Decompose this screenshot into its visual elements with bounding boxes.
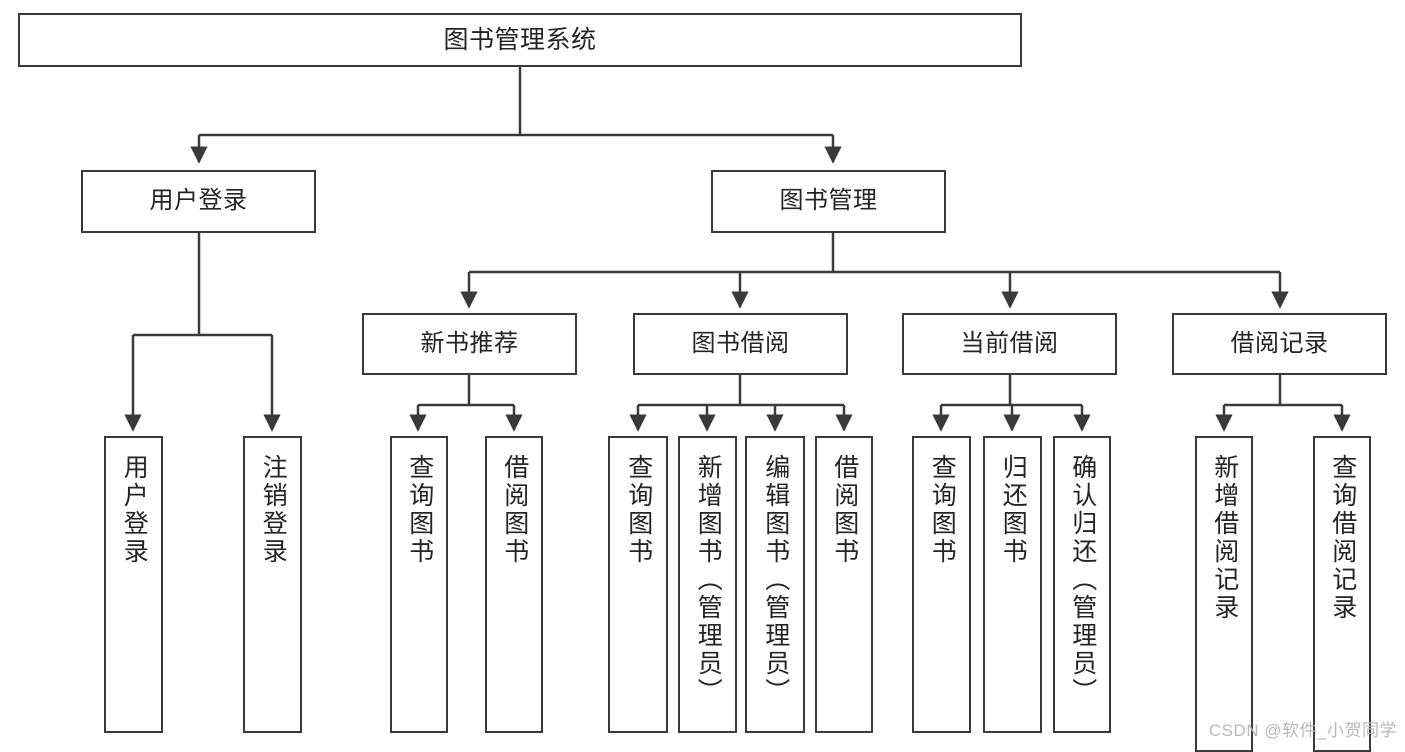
leaf-user-login-signout[interactable]: 注销登录 <box>243 436 302 733</box>
node-label: 查询图书 <box>624 454 653 566</box>
leaf-user-login-signin[interactable]: 用户登录 <box>104 436 163 733</box>
leaf-current-borrow-query[interactable]: 查询图书 <box>912 436 971 733</box>
node-current-borrow[interactable]: 当前借阅 <box>902 313 1117 375</box>
node-label: 查询图书 <box>405 454 434 566</box>
node-label: 新增图书（管理员） <box>694 454 723 706</box>
node-user-login[interactable]: 用户登录 <box>81 170 316 233</box>
node-new-book-recommendation[interactable]: 新书推荐 <box>362 313 577 375</box>
leaf-current-borrow-confirm-return[interactable]: 确认归还（管理员） <box>1053 436 1111 733</box>
node-label: 查询图书 <box>928 454 957 566</box>
leaf-book-borrow-edit[interactable]: 编辑图书（管理员） <box>745 436 805 733</box>
leaf-borrow-record-add[interactable]: 新增借阅记录 <box>1195 436 1253 752</box>
node-label: 借阅图书 <box>500 454 529 566</box>
node-book-management[interactable]: 图书管理 <box>711 170 946 233</box>
leaf-new-book-query[interactable]: 查询图书 <box>390 436 448 733</box>
node-label: 归还图书 <box>999 454 1028 566</box>
node-borrow-record[interactable]: 借阅记录 <box>1172 313 1387 375</box>
node-book-borrow[interactable]: 图书借阅 <box>633 313 848 375</box>
leaf-new-book-borrow[interactable]: 借阅图书 <box>485 436 543 733</box>
node-label: 图书管理系统 <box>443 26 597 54</box>
node-label: 图书借阅 <box>691 329 790 357</box>
node-label: 用户登录 <box>149 187 248 215</box>
node-label: 注销登录 <box>259 454 288 566</box>
leaf-book-borrow-borrow[interactable]: 借阅图书 <box>815 436 873 733</box>
node-label: 编辑图书（管理员） <box>761 454 790 706</box>
node-label: 当前借阅 <box>960 329 1059 357</box>
leaf-book-borrow-query[interactable]: 查询图书 <box>608 436 668 733</box>
leaf-book-borrow-add[interactable]: 新增图书（管理员） <box>678 436 737 733</box>
leaf-current-borrow-return[interactable]: 归还图书 <box>983 436 1042 733</box>
node-label: 用户登录 <box>120 454 149 566</box>
node-label: 借阅记录 <box>1230 329 1329 357</box>
node-label: 确认归还（管理员） <box>1068 454 1097 706</box>
node-label: 新书推荐 <box>420 329 519 357</box>
leaf-borrow-record-query[interactable]: 查询借阅记录 <box>1313 436 1371 752</box>
node-label: 借阅图书 <box>830 454 859 566</box>
node-label: 图书管理 <box>779 187 878 215</box>
node-label: 新增借阅记录 <box>1210 454 1239 622</box>
node-label: 查询借阅记录 <box>1328 454 1357 622</box>
node-root-book-management-system[interactable]: 图书管理系统 <box>18 13 1022 67</box>
